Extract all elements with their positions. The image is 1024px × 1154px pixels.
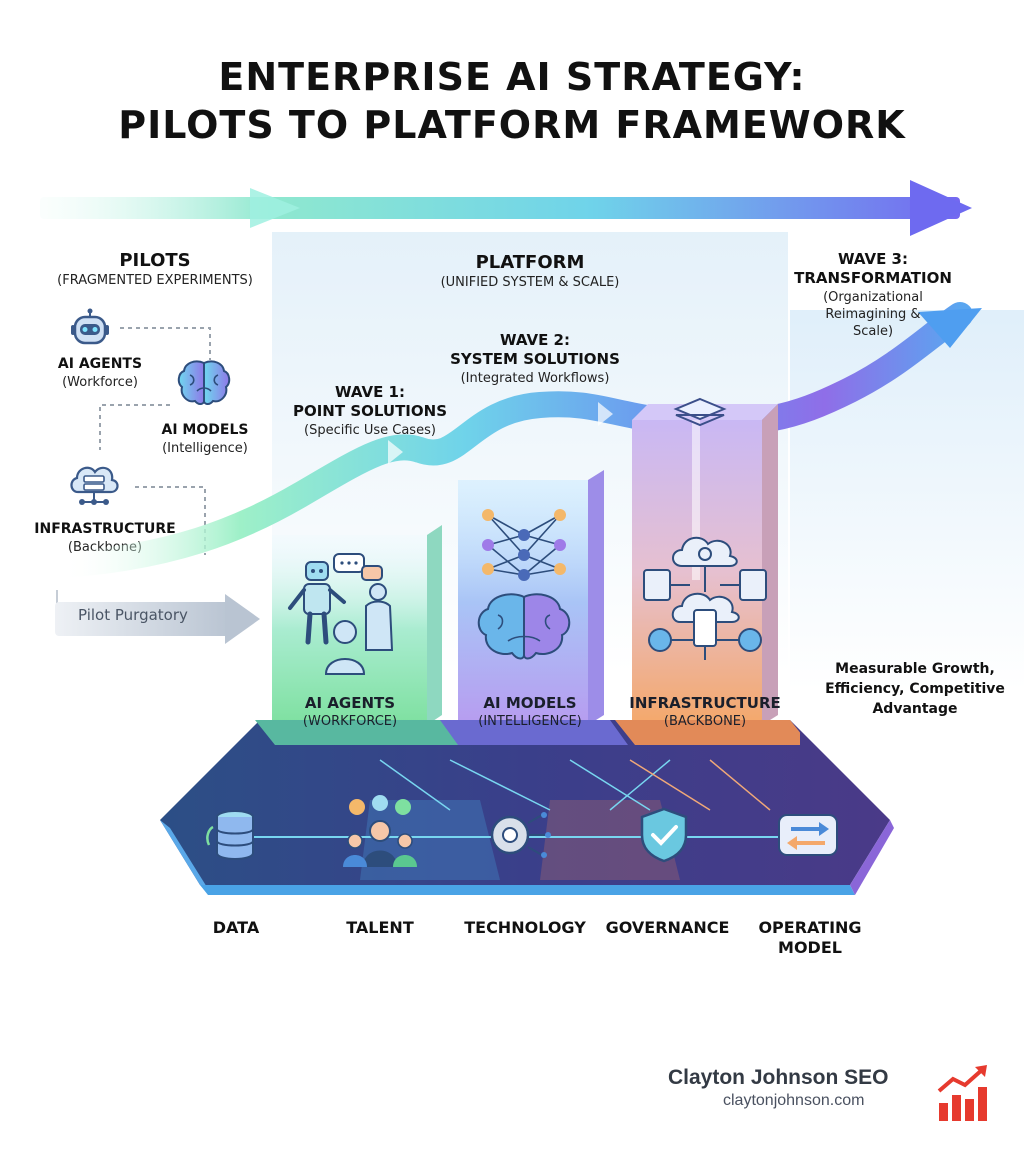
database-icon	[206, 810, 254, 860]
pilot-item-title: INFRASTRUCTURE	[34, 521, 176, 537]
outcome-line: Efficiency, Competitive	[825, 681, 1005, 697]
bar-chart-growth-icon	[937, 1065, 987, 1121]
foundation-platform	[160, 720, 894, 895]
wave1-caption: (Specific Use Cases)	[304, 423, 436, 438]
agents-team-icon	[288, 553, 394, 675]
growth-curve	[47, 302, 982, 578]
wave3-caption-line: (Organizational	[823, 290, 923, 305]
brain-icon	[177, 360, 231, 405]
foundation-label: DATA	[212, 918, 260, 937]
gear-circuit-icon	[490, 812, 551, 858]
column-title: INFRASTRUCTURE	[629, 694, 781, 712]
wave3-subtitle: TRANSFORMATION	[794, 269, 952, 287]
foundation-label: TALENT	[346, 918, 414, 937]
models-network-brain-icon	[477, 509, 571, 660]
pilots-subheading: (FRAGMENTED EXPERIMENTS)	[57, 273, 253, 288]
top-progress-arrow	[40, 180, 972, 236]
brand-url: claytonjohnson.com	[723, 1092, 865, 1109]
column-subtitle: (INTELLIGENCE)	[478, 714, 582, 729]
column-title: AI MODELS	[483, 694, 577, 712]
wave2-caption: (Integrated Workflows)	[460, 371, 610, 386]
column-subtitle: (WORKFORCE)	[302, 714, 398, 729]
wave1-subtitle: POINT SOLUTIONS	[292, 402, 447, 420]
layers-icon	[673, 397, 727, 427]
shield-check-icon	[640, 807, 688, 863]
cloud-server-icon	[70, 466, 119, 505]
wave2-title: WAVE 2:	[500, 331, 570, 349]
pilot-item-title: AI MODELS	[161, 422, 249, 438]
pilot-purgatory-label: Pilot Purgatory	[78, 606, 188, 624]
page-title-line1: ENTERPRISE AI STRATEGY:	[218, 55, 806, 99]
wave2-subtitle: SYSTEM SOLUTIONS	[450, 350, 620, 368]
pilot-purgatory-arrow	[55, 590, 260, 644]
wave3-caption-line: Reimagining &	[825, 307, 921, 322]
platform-heading: PLATFORM	[475, 252, 585, 273]
outcome-line: Advantage	[872, 701, 958, 717]
robot-icon	[71, 308, 109, 345]
column-title: AI AGENTS	[304, 694, 396, 712]
pilot-item-title: AI AGENTS	[57, 356, 143, 372]
wave1-title: WAVE 1:	[335, 383, 405, 401]
foundation-label: GOVERNANCE	[605, 918, 730, 937]
page-title-line2: PILOTS TO PLATFORM FRAMEWORK	[118, 103, 906, 147]
cycle-icon	[778, 814, 838, 856]
foundation-label: TECHNOLOGY	[464, 918, 586, 937]
foundation-label-line: MODEL	[778, 938, 842, 957]
pilots-heading: PILOTS	[119, 250, 191, 271]
column-subtitle: (BACKBONE)	[663, 714, 747, 729]
wave3-caption-line: Scale)	[852, 324, 894, 339]
pilot-item-subtitle: (Intelligence)	[162, 441, 248, 456]
outcome-line: Measurable Growth,	[835, 661, 995, 677]
pilot-item-subtitle: (Workforce)	[62, 375, 138, 390]
people-icon	[343, 795, 417, 867]
brand-name: Clayton Johnson SEO	[668, 1066, 889, 1089]
infrastructure-network-icon	[643, 536, 767, 660]
foundation-label-line: OPERATING	[758, 918, 862, 937]
transformation-panel	[790, 310, 1024, 690]
wave3-title: WAVE 3:	[838, 250, 908, 268]
platform-subheading: (UNIFIED SYSTEM & SCALE)	[440, 275, 620, 290]
